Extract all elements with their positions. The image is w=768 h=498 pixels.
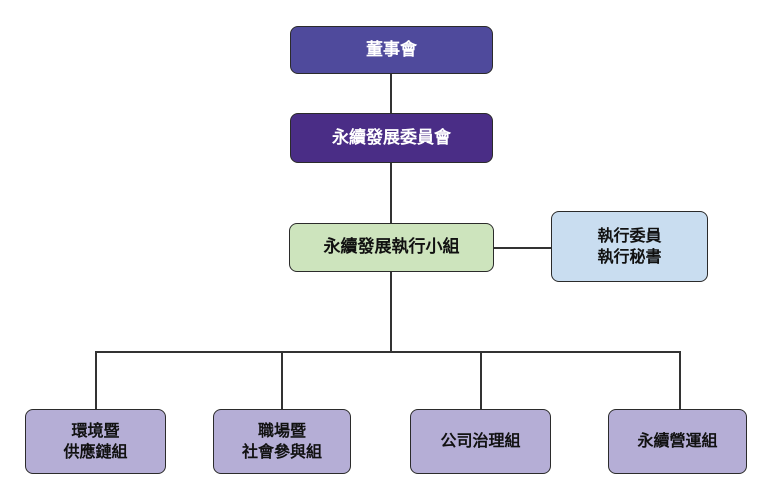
node-executive-group: 永續發展執行小組: [289, 223, 494, 272]
connector-teams-horizontal: [95, 351, 681, 353]
node-executive-secretary: 執行委員 執行秘書: [551, 211, 708, 282]
node-sustainability-committee: 永續發展委員會: [290, 113, 493, 163]
node-team-sustainable-operations: 永續營運組: [608, 409, 747, 474]
connector-team-1: [95, 351, 97, 409]
node-team-line1: 永續營運組: [637, 431, 718, 451]
node-board: 董事會: [290, 26, 493, 74]
node-secretary-line1: 執行委員: [597, 225, 662, 245]
node-team-workplace-social: 職場暨 社會參與組: [213, 409, 351, 474]
node-team-line1: 公司治理組: [440, 431, 521, 451]
connector-exec-group-secretary: [494, 247, 551, 249]
node-team-line1: 職場暨: [257, 420, 306, 440]
connector-exec-group-teams: [390, 272, 392, 351]
connector-team-2: [281, 351, 283, 409]
node-secretary-line2: 執行秘書: [597, 246, 662, 266]
node-team-corporate-governance: 公司治理組: [410, 409, 551, 474]
connector-board-committee: [390, 74, 392, 113]
node-team-line2: 供應鏈組: [63, 441, 128, 461]
node-team-line2: 社會參與組: [241, 441, 322, 461]
node-board-label: 董事會: [366, 39, 417, 60]
node-committee-label: 永續發展委員會: [332, 127, 451, 148]
connector-team-4: [679, 351, 681, 409]
connector-committee-exec-group: [390, 163, 392, 223]
connector-team-3: [480, 351, 482, 409]
node-team-environment-supply-chain: 環境暨 供應鏈組: [25, 409, 166, 474]
node-team-line1: 環境暨: [71, 420, 120, 440]
node-exec-group-label: 永續發展執行小組: [323, 237, 460, 258]
